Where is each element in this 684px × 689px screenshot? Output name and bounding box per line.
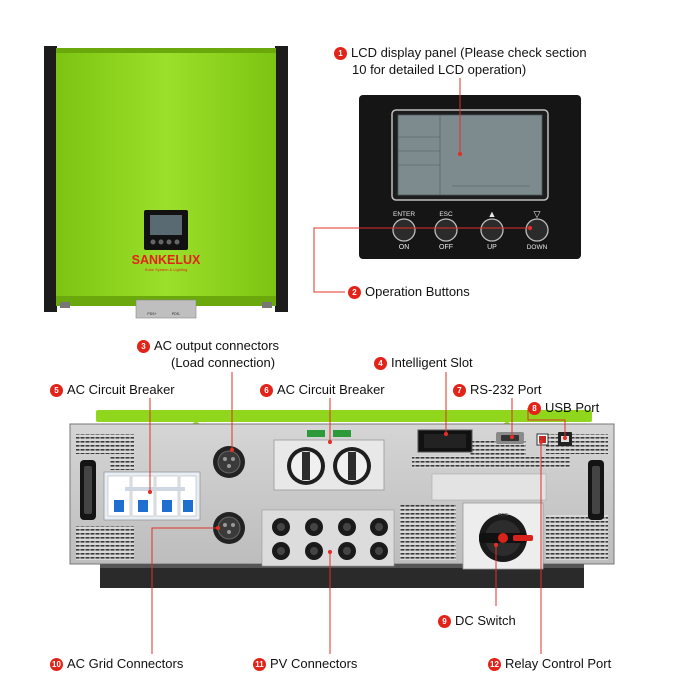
down-label: DOWN — [527, 244, 548, 251]
callout-2: 2 Operation Buttons — [348, 284, 470, 300]
callout-text: Relay Control Port — [505, 656, 612, 671]
callout-text: AC output connectors — [154, 338, 280, 353]
callout-text: LCD display panel (Please check section — [351, 45, 587, 60]
callout-6: 6 AC Circuit Breaker — [260, 382, 385, 398]
brand-tagline: Solar System & Lighting — [145, 267, 188, 272]
callout-8: 8 USB Port — [528, 400, 599, 416]
down-button[interactable] — [525, 218, 549, 242]
callout-12: 12 Relay Control Port — [488, 656, 611, 672]
callout-text: USB Port — [545, 400, 600, 415]
callout-number: 3 — [137, 340, 150, 353]
leader-8 — [527, 408, 566, 438]
callout-text: AC Grid Connectors — [67, 656, 184, 671]
off-label: OFF — [439, 244, 453, 251]
inverter-bottom-view — [69, 410, 615, 588]
lcd-panel-closeup — [359, 95, 581, 259]
enter-button[interactable] — [392, 218, 416, 242]
operation-buttons — [392, 218, 549, 242]
callout-3: 3 AC output connectors — [137, 338, 279, 354]
callout-number: 4 — [374, 357, 387, 370]
up-label: UP — [487, 244, 497, 251]
callout-text: RS-232 Port — [470, 382, 542, 397]
callout-number: 2 — [348, 286, 361, 299]
esc-button[interactable] — [434, 218, 458, 242]
leader-10 — [151, 527, 218, 654]
callout-7: 7 RS-232 Port — [453, 382, 542, 398]
dc-switch-off-label: OFF — [498, 513, 508, 519]
callout-text: PV Connectors — [270, 656, 358, 671]
callout-1: 1 LCD display panel (Please check section — [334, 45, 587, 61]
callout-3-line-2: (Load connection) — [171, 355, 276, 370]
callout-10: 10 AC Grid Connectors — [50, 656, 183, 672]
callout-text: AC Circuit Breaker — [67, 382, 175, 397]
callout-9: 9 DC Switch — [438, 613, 516, 629]
callout-text: DC Switch — [455, 613, 516, 628]
callout-number: 6 — [260, 384, 273, 397]
callout-1-line-2: 10 for detailed LCD operation) — [352, 62, 527, 77]
callout-number: 9 — [438, 615, 451, 628]
leader-2 — [313, 227, 530, 293]
callout-text: Intelligent Slot — [391, 355, 473, 370]
callout-4: 4 Intelligent Slot — [374, 355, 473, 371]
inverter-front — [44, 46, 288, 319]
up-button[interactable] — [480, 218, 504, 242]
up-arrow-icon: ▲ — [488, 209, 497, 219]
brand-name: SANKELUX — [132, 253, 201, 267]
leader-lines — [147, 78, 568, 654]
callout-5: 5 AC Circuit Breaker — [50, 382, 175, 398]
callout-number: 8 — [528, 402, 541, 415]
callout-text: AC Circuit Breaker — [277, 382, 385, 397]
callout-number: 12 — [488, 658, 501, 671]
pds-plus-label: PDS+ — [147, 312, 156, 316]
callout-text: Operation Buttons — [365, 284, 470, 299]
callout-number: 1 — [334, 47, 347, 60]
esc-label: ESC — [439, 211, 453, 218]
callout-11: 11 PV Connectors — [253, 656, 357, 672]
on-label: ON — [399, 244, 410, 251]
pds-minus-label: PDS- — [172, 312, 181, 316]
callout-number: 5 — [50, 384, 63, 397]
callout-number: 7 — [453, 384, 466, 397]
down-arrow-icon: ▽ — [534, 209, 541, 219]
callout-number: 10 — [50, 658, 63, 671]
enter-label: ENTER — [393, 211, 415, 218]
callout-number: 11 — [253, 658, 266, 671]
